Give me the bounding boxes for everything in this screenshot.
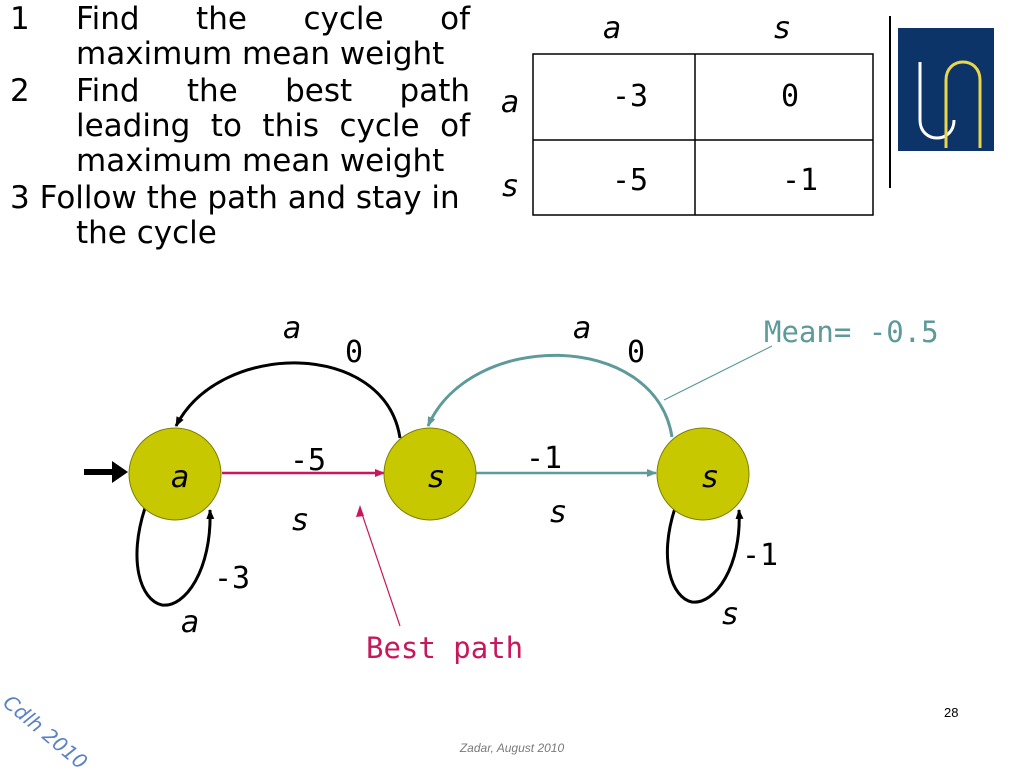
edge-n3-self-weight: -1 bbox=[742, 538, 778, 573]
node-n1 bbox=[128, 427, 222, 521]
node-n2-label: s bbox=[428, 460, 444, 495]
edge-n3-n2-weight: 0 bbox=[627, 335, 645, 370]
step-number: 2 bbox=[10, 73, 30, 109]
step-2: 2 Find the best path leading to this cyc… bbox=[10, 74, 470, 179]
footer: Zadar, August 2010 bbox=[459, 741, 565, 755]
step-1: 1 Find the cycle of maximum mean weight bbox=[10, 2, 470, 72]
edge-n2-n3-action: s bbox=[550, 495, 566, 530]
mean-callout-line bbox=[663, 345, 773, 401]
step-number: 3 bbox=[10, 180, 30, 216]
node-n3 bbox=[656, 427, 750, 521]
edge-n2-n1 bbox=[174, 361, 402, 439]
matrix-col-header-s: s bbox=[774, 11, 790, 46]
node-n3-label: s bbox=[702, 460, 718, 495]
node-n2 bbox=[383, 427, 477, 521]
edge-n1-n2-weight: -5 bbox=[290, 443, 326, 478]
edge-n3-self bbox=[666, 507, 744, 604]
page-number: 28 bbox=[944, 705, 959, 720]
matrix-cell-sa: -5 bbox=[612, 163, 648, 198]
matrix-border bbox=[532, 53, 874, 216]
step-3: 3 Follow the path and stay in the cycle bbox=[10, 181, 470, 251]
matrix-row-header-a: a bbox=[501, 85, 519, 120]
best-path-callout-line bbox=[359, 507, 401, 627]
step-number: 1 bbox=[10, 1, 30, 37]
edge-n3-self-action: s bbox=[722, 597, 738, 632]
matrix-cell-aa: -3 bbox=[612, 79, 648, 114]
best-path-annotation: Best path bbox=[366, 631, 523, 665]
edge-n3-n2 bbox=[426, 353, 674, 438]
annotations: Mean= -0.5 Best path bbox=[356, 315, 939, 665]
step-text: Find the best path leading to this cycle… bbox=[76, 73, 470, 179]
matrix-cell-ss: -1 bbox=[782, 163, 818, 198]
edge-n3-n2-action: a bbox=[573, 311, 591, 346]
matrix-row-header-s: s bbox=[502, 169, 518, 204]
nodes: a s s bbox=[128, 427, 750, 521]
matrix-cell-as: 0 bbox=[781, 79, 799, 114]
step-text: Find the cycle of maximum mean weight bbox=[76, 1, 470, 72]
university-logo bbox=[898, 28, 994, 151]
node-n1-label: a bbox=[171, 460, 189, 495]
mean-annotation: Mean= -0.5 bbox=[764, 315, 939, 349]
edge-n2-n3-weight: -1 bbox=[526, 441, 562, 476]
edge-n2-n1-action: a bbox=[283, 311, 301, 346]
steps-list: 1 Find the cycle of maximum mean weight … bbox=[10, 2, 470, 253]
edge-n1-self-action: a bbox=[181, 605, 199, 640]
matrix-col-header-a: a bbox=[603, 11, 621, 46]
start-arrow bbox=[84, 461, 128, 483]
edge-n1-self-weight: -3 bbox=[214, 561, 250, 596]
step-text: Follow the path and stay in the cycle bbox=[39, 180, 460, 251]
weight-matrix: a s a s -3 0 -5 -1 bbox=[501, 11, 874, 216]
header-divider bbox=[889, 16, 891, 188]
edges: -3 a -5 s 0 a -1 s 0 a -1 s bbox=[135, 311, 778, 640]
edge-n2-n1-weight: 0 bbox=[345, 335, 363, 370]
edge-n1-self bbox=[135, 507, 215, 607]
edge-n1-n2-action: s bbox=[292, 503, 308, 538]
